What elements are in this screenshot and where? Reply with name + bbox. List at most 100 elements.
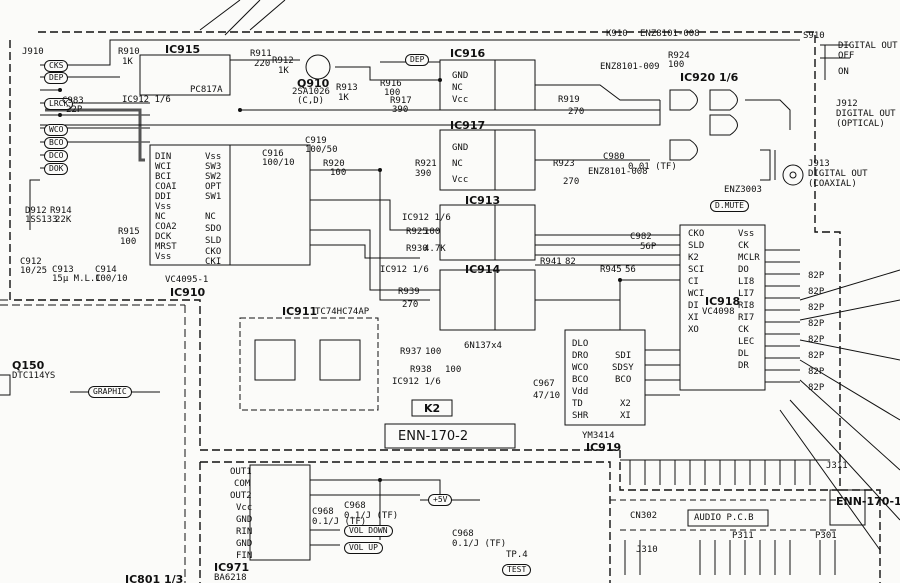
ic920-name: IC920 1/6: [680, 71, 739, 84]
q910-suffix: (C,D): [297, 96, 325, 106]
ic971-pin-6: RIN: [236, 527, 253, 537]
board-id-k2: K2: [424, 402, 441, 415]
c968-val: 0.1/J (TF): [452, 539, 507, 549]
s910-desc: DIGITAL OUT ON/OFF SW.: [838, 41, 900, 51]
j910-signal-dep: DEP: [44, 72, 69, 84]
ic919-pin-r5: XI: [620, 411, 631, 421]
r941-ref: R941: [540, 257, 562, 267]
ic918-pin-r7: RI8: [738, 301, 755, 311]
cap-82p-5: 82P: [808, 335, 825, 345]
ic971-pin-8: FIN: [236, 551, 253, 561]
r919-val: 270: [568, 107, 585, 117]
ic801-name: IC801 1/3: [125, 573, 184, 583]
ic910-pin-r9: CKO: [205, 247, 222, 257]
ic918-pin-l8: XI: [688, 313, 699, 323]
j913-name: J913: [808, 159, 830, 169]
ic914-part: 6N137x4: [464, 341, 502, 351]
r939-ref: R939: [398, 287, 420, 297]
r913-ref: R913: [336, 83, 358, 93]
c968-ref: C968: [452, 529, 474, 539]
s910-off: OFF: [838, 51, 855, 61]
c967-val: 0.1/J (TF): [344, 511, 399, 521]
c982-ref: C982: [630, 232, 652, 242]
ic910-pin-l9: DCK: [155, 232, 172, 242]
ic912-a: IC912 1/6: [402, 213, 451, 223]
j913-sub: (COAXIAL): [808, 179, 857, 189]
c914-val: 100/10: [95, 274, 128, 284]
ic918-pin-r3: MCLR: [738, 253, 760, 263]
r911-val: 220: [254, 59, 271, 69]
j910-signal-dco: DCO: [44, 150, 69, 162]
r924-val: 100: [424, 227, 441, 237]
ic918-name: IC918: [705, 295, 741, 308]
ic915-part: PC817A: [190, 85, 223, 95]
r939-val: 270: [402, 300, 419, 310]
ic971-pin-2: COM: [234, 479, 251, 489]
c947-ref: C967: [533, 379, 555, 389]
r921-val: 390: [415, 169, 432, 179]
audio-pcb-label: AUDIO P.C.B: [694, 513, 754, 523]
r945-ref: R945: [600, 265, 622, 275]
q150-part: DTC114YS: [12, 371, 56, 381]
r917-ref: R917: [390, 96, 412, 106]
r915-val: 100: [120, 237, 137, 247]
vol-down-tag: VOL DOWN: [344, 525, 393, 537]
c980-val: 0.01 (TF): [628, 162, 677, 172]
r921-ref: R921: [415, 159, 437, 169]
ic971-pin-5: GND: [236, 515, 253, 525]
board-id-right: ENN-170-1: [836, 495, 900, 508]
ic911-part: TC74HC74AP: [315, 307, 370, 317]
ic918-pin-r8: RI7: [738, 313, 755, 323]
r938-val: 100: [445, 365, 462, 375]
ic917-name: IC917: [450, 119, 486, 132]
ic910-pin-l7: NC: [155, 212, 166, 222]
ic910-pin-l2: WCI: [155, 162, 172, 172]
j311-label: J311: [826, 461, 848, 471]
c913-ref: C913: [52, 265, 74, 275]
ic919-pin-l6: TD: [572, 399, 583, 409]
r910-val: 1K: [122, 57, 133, 67]
j910-signal-lrck: LRCK: [44, 98, 74, 110]
r923-ref: R923: [553, 159, 575, 169]
cap-82p-1: 82P: [808, 271, 825, 281]
r938-ref: R938: [410, 365, 432, 375]
ic914-name: IC914: [465, 263, 501, 276]
c919-val: 100/50: [305, 145, 338, 155]
ic919-pin-r3: BCO: [615, 375, 632, 385]
ic918-pin-r9: CK: [738, 325, 749, 335]
ic911-name: IC911: [282, 305, 318, 318]
cap-82p-7: 82P: [808, 367, 825, 377]
r930-ref: R924: [668, 51, 690, 61]
ic913-name: IC913: [465, 194, 501, 207]
ic910-pin-r3: SW2: [205, 172, 222, 182]
ic910-pin-l6: Vss: [155, 202, 172, 212]
c916-ref: C916: [262, 149, 284, 159]
j910-signal-cks: CKS: [44, 60, 69, 72]
r915-ref: R915: [118, 227, 140, 237]
j910-signal-bco: BCO: [44, 137, 69, 149]
q910-name: Q910: [297, 77, 330, 90]
ic910-pin-l1: DIN: [155, 152, 172, 162]
ic910-pin-l5: DDI: [155, 192, 172, 202]
ic918-pin-l1: CKO: [688, 229, 705, 239]
r916-ref: R916: [380, 79, 402, 89]
cn302-label: CN302: [630, 511, 658, 521]
ic910-pin-l8: COA2: [155, 222, 177, 232]
ic910-pin-r4: OPT: [205, 182, 222, 192]
r941-val: 82: [565, 257, 576, 267]
j912-desc: DIGITAL OUT: [836, 109, 896, 119]
j912-sub: (OPTICAL): [836, 119, 885, 129]
ic918-pin-r12: DR: [738, 361, 749, 371]
dmute-tag: D.MUTE: [710, 200, 749, 212]
d910-val: 1SS133: [25, 215, 58, 225]
c912-val: 10/25: [20, 266, 48, 276]
ic918-pin-r2: CK: [738, 241, 749, 251]
ic918-pin-l5: CI: [688, 277, 699, 287]
r919-ref: R919: [558, 95, 580, 105]
r913-val: 1K: [338, 93, 349, 103]
c913-val: 15μ M.L.C: [52, 274, 101, 284]
enz3003-label: ENZ3003: [724, 185, 762, 195]
ic918-pin-r1: Vss: [738, 229, 755, 239]
enz-mid-2: ENZ8101-008: [588, 167, 648, 177]
c967-ref: C968: [344, 501, 366, 511]
